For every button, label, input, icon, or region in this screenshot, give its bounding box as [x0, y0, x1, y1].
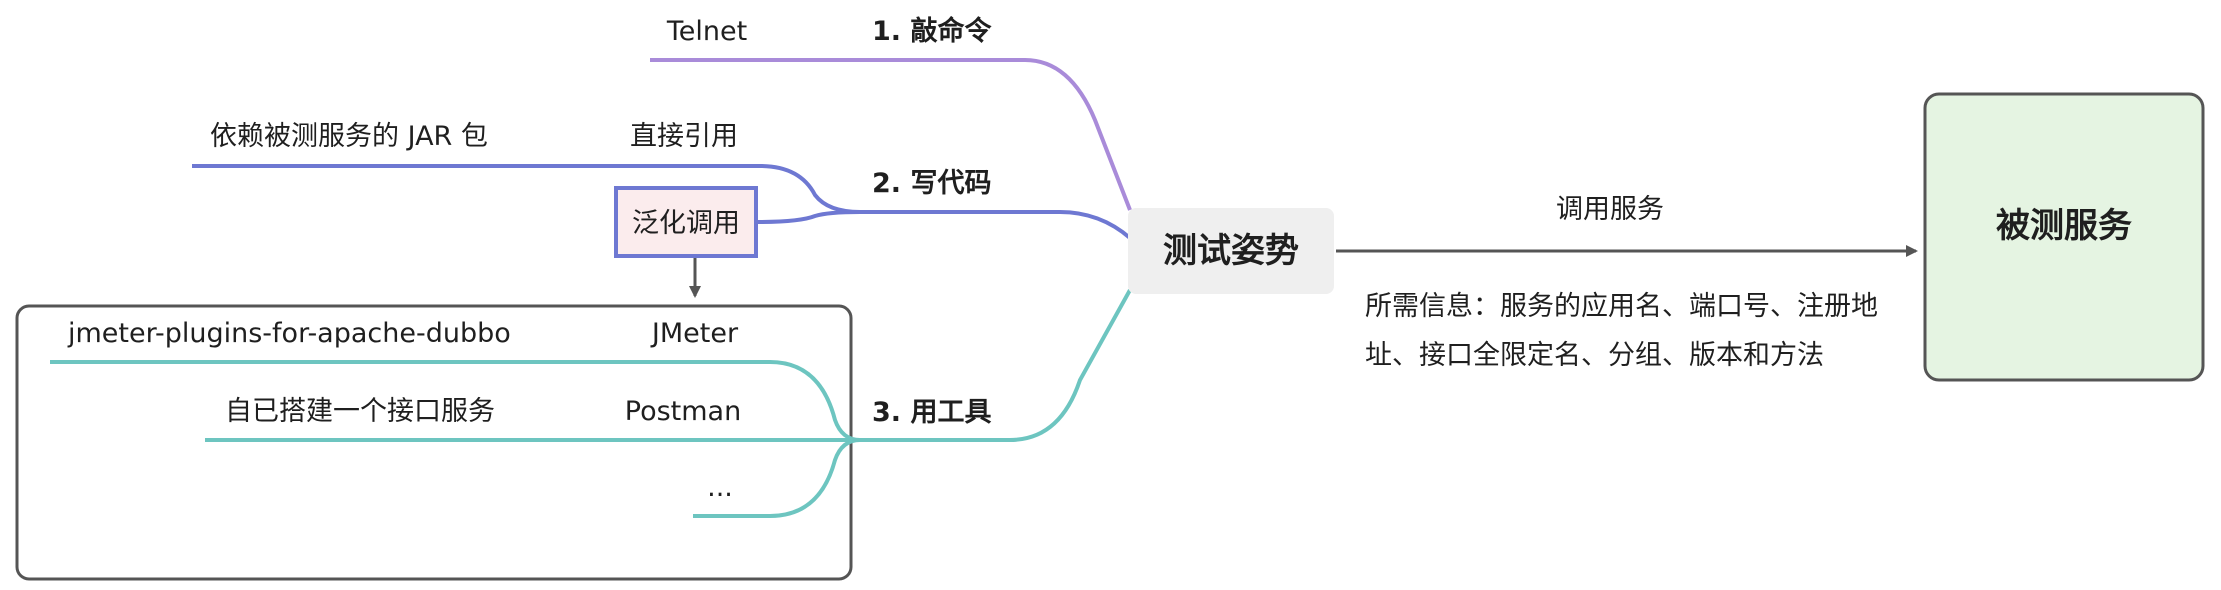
note-custom-service: 自已搭建一个接口服务 [225, 396, 495, 427]
leaf-telnet: Telnet [666, 16, 747, 47]
generic-call-label: 泛化调用 [632, 208, 740, 239]
note-jar-dependency: 依赖被测服务的 JAR 包 [210, 121, 488, 152]
call-service-label: 调用服务 [1556, 194, 1664, 225]
leaf-postman: Postman [625, 396, 741, 427]
note-jmeter-plugin: jmeter-plugins-for-apache-dubbo [67, 318, 511, 349]
more-line [693, 438, 861, 518]
leaf-more: ... [707, 472, 733, 503]
required-info-line-2: 址、接口全限定名、分组、版本和方法 [1365, 340, 1824, 371]
generic-call-box [614, 186, 758, 258]
generic-call-line [756, 210, 861, 224]
root-label: 测试姿势 [1163, 231, 1299, 271]
tools-branch-line [860, 289, 1132, 442]
leaf-direct-ref: 直接引用 [630, 121, 738, 152]
branch-label-tools: 3. 用工具 [872, 397, 991, 428]
required-info-line-1: 所需信息：服务的应用名、端口号、注册地 [1365, 291, 1878, 322]
branch-label-command: 1. 敲命令 [872, 15, 992, 47]
target-service-label: 被测服务 [1996, 206, 2132, 246]
branch-label-code: 2. 写代码 [872, 168, 991, 199]
leaf-jmeter: JMeter [650, 318, 739, 349]
telnet-branch-line [650, 58, 1132, 211]
root-node [1128, 208, 1334, 294]
code-branch-line [860, 210, 1132, 240]
jmeter-line [50, 360, 861, 442]
target-service-node [1923, 92, 2205, 382]
direct-ref-line [192, 164, 861, 214]
